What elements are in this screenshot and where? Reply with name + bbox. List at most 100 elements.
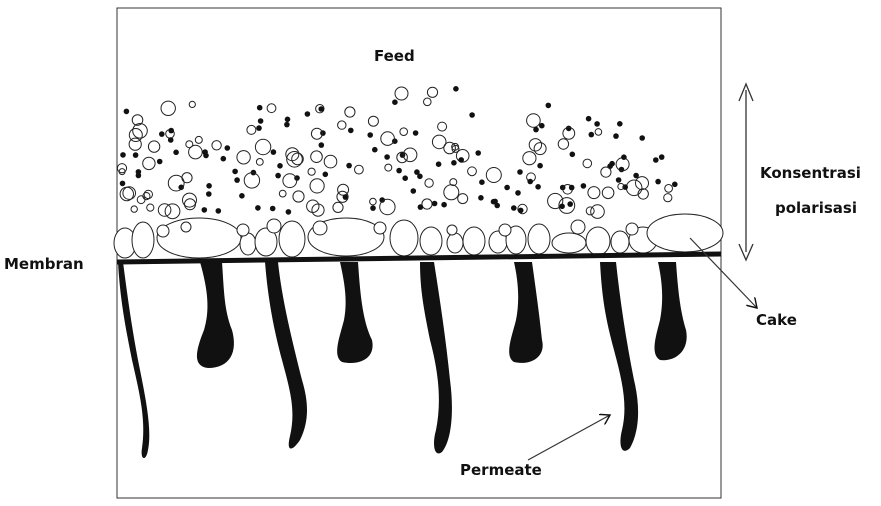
feed-particle xyxy=(271,149,277,155)
cake-particle xyxy=(132,222,154,258)
feed-particle xyxy=(517,169,523,175)
cake-particle xyxy=(374,222,386,234)
cake-layer xyxy=(114,214,723,258)
pore-3 xyxy=(265,262,307,449)
feed-particle xyxy=(283,174,297,188)
feed-particle xyxy=(370,198,377,205)
cake-particle xyxy=(267,219,281,233)
feed-particle xyxy=(234,177,240,183)
feed-particle xyxy=(206,191,212,197)
permeate-label: Permeate xyxy=(460,461,542,479)
feed-particle xyxy=(372,147,378,153)
feed-particle xyxy=(182,173,192,183)
feed-particle xyxy=(659,154,665,160)
feed-particle xyxy=(583,159,592,168)
feed-particle xyxy=(609,161,615,167)
feed-particle xyxy=(567,201,573,207)
feed-particle xyxy=(293,191,304,202)
feed-particle xyxy=(239,193,245,199)
cake-particle xyxy=(447,233,463,253)
feed-particle xyxy=(438,122,447,131)
feed-particle xyxy=(414,169,420,175)
feed-particle xyxy=(559,204,565,210)
cake-particle xyxy=(647,214,723,252)
feed-particle xyxy=(523,152,536,165)
feed-particle xyxy=(355,165,364,174)
cake-pointer-arrow xyxy=(690,238,757,308)
cake-particle xyxy=(390,220,418,256)
membrane-pores xyxy=(118,262,687,458)
feed-particle xyxy=(277,163,283,169)
feed-particle xyxy=(368,116,378,126)
feed-particle xyxy=(384,154,390,160)
feed-particle xyxy=(444,185,459,200)
feed-particle xyxy=(284,122,290,128)
feed-particle xyxy=(292,153,304,165)
feed-particle xyxy=(385,164,392,171)
feed-particle xyxy=(395,87,408,100)
concentration-label-line1: Konsentrasi xyxy=(760,164,861,182)
feed-particle xyxy=(617,121,623,127)
feed-particle xyxy=(613,133,619,139)
feed-particle xyxy=(392,99,398,105)
feed-particle xyxy=(595,129,602,136)
feed-particle xyxy=(158,204,171,217)
cake-particle xyxy=(279,221,305,257)
feed-particle xyxy=(216,208,222,214)
feed-particle xyxy=(275,173,281,179)
feed-particle xyxy=(418,204,424,210)
pore-7 xyxy=(600,262,638,451)
feed-particle xyxy=(124,109,130,115)
feed-particle xyxy=(173,150,179,156)
feed-particle xyxy=(581,183,587,189)
cake-particle xyxy=(499,224,511,236)
feed-particle xyxy=(143,157,155,169)
feed-particle xyxy=(311,151,323,163)
feed-particle xyxy=(396,168,402,174)
feed-particle xyxy=(189,145,203,159)
feed-particle xyxy=(279,190,286,197)
feed-particle xyxy=(189,101,195,107)
feed-particle xyxy=(212,141,221,150)
feed-particle xyxy=(323,172,329,178)
feed-particle xyxy=(346,163,352,169)
feed-particle xyxy=(468,167,477,176)
feed-particle xyxy=(427,87,437,97)
feed-particle xyxy=(422,199,432,209)
cake-particle xyxy=(157,225,169,237)
feed-particle xyxy=(527,179,533,185)
feed-particle xyxy=(424,98,432,106)
feed-particle xyxy=(256,125,262,131)
feed-particle xyxy=(469,112,475,118)
cake-particle xyxy=(420,227,442,255)
feed-particle xyxy=(458,194,468,204)
cake-particle xyxy=(586,227,610,255)
cake-particle xyxy=(626,223,638,235)
feed-particle xyxy=(270,206,276,212)
feed-particle xyxy=(225,145,231,151)
feed-particle xyxy=(601,167,611,177)
feed-particle xyxy=(441,202,447,208)
feed-particle xyxy=(436,161,442,167)
feed-particle xyxy=(161,101,175,115)
feed-particle xyxy=(479,179,485,185)
polarization-arrow xyxy=(739,84,753,260)
feed-particle xyxy=(183,193,197,207)
feed-particle xyxy=(558,139,568,149)
feed-particle xyxy=(672,182,678,188)
cake-particle xyxy=(313,221,327,235)
feed-particle xyxy=(348,128,354,134)
feed-particle xyxy=(527,114,541,128)
feed-particle xyxy=(602,187,614,199)
feed-particle xyxy=(413,130,419,136)
feed-particle xyxy=(147,204,154,211)
feed-particle xyxy=(665,185,673,193)
feed-particle xyxy=(586,207,594,215)
feed-particle xyxy=(504,185,510,191)
feed-particle xyxy=(258,118,264,124)
feed-particle xyxy=(255,139,270,154)
concentration-label-line2: polarisasi xyxy=(775,199,857,217)
feed-particle xyxy=(133,152,139,158)
feed-particle xyxy=(453,86,459,92)
